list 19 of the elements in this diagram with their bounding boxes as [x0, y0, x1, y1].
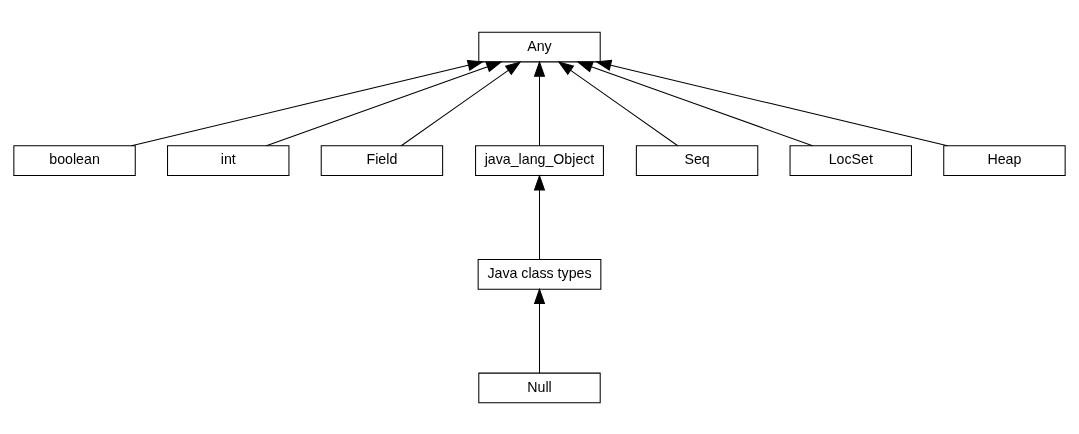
arrow [400, 60, 522, 146]
arrow [533, 60, 546, 146]
node-box: Any [478, 31, 601, 62]
arrow [533, 173, 546, 260]
node-box: java_lang_Object [475, 144, 604, 176]
node-box: boolean [13, 144, 136, 176]
arrow [557, 60, 679, 146]
node-box: Seq [635, 144, 759, 176]
node-box: Null [478, 372, 601, 403]
arrow [265, 61, 503, 146]
node-box: Java class types [477, 258, 602, 290]
arrow [131, 59, 484, 146]
node-box: LocSet [789, 144, 912, 176]
arrow [595, 59, 948, 146]
node-box: int [167, 144, 290, 176]
node-box: Heap [943, 144, 1066, 176]
node-box: Field [320, 144, 444, 176]
arrow [576, 61, 814, 146]
arrow [533, 287, 546, 374]
